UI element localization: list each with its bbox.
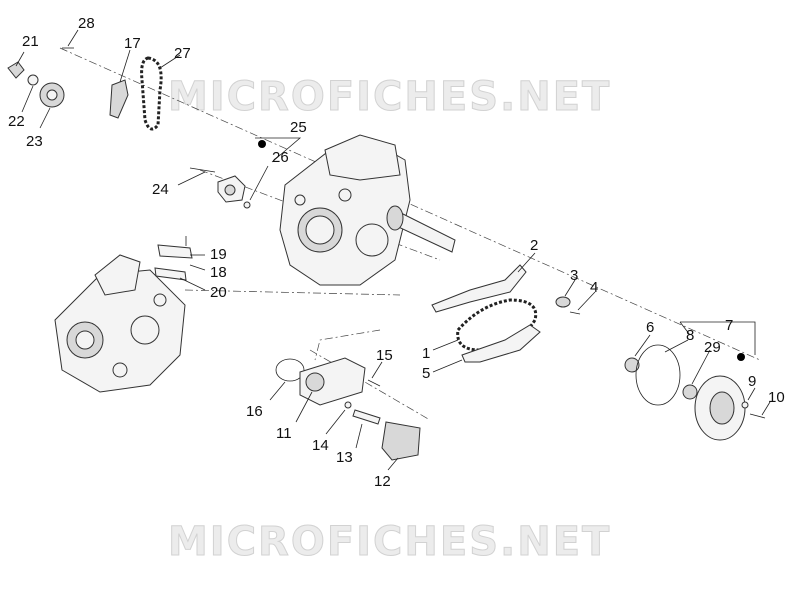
part-filter-housing bbox=[269, 329, 421, 471]
callout-12: 12 bbox=[374, 473, 391, 490]
callout-10: 10 bbox=[768, 389, 785, 406]
callout-29: 29 bbox=[704, 339, 721, 356]
part-oil-pump-gear bbox=[7, 51, 65, 129]
callout-28: 28 bbox=[78, 15, 95, 32]
callout-1: 1 bbox=[422, 345, 430, 362]
callout-16: 16 bbox=[246, 403, 263, 420]
callout-25: 25 bbox=[290, 119, 307, 136]
callout-18: 18 bbox=[210, 264, 227, 281]
bullet-icon bbox=[737, 353, 745, 361]
callout-24: 24 bbox=[152, 181, 169, 198]
callout-15: 15 bbox=[376, 347, 393, 364]
part-tensioner-and-chain bbox=[62, 29, 181, 131]
part-oil-pump bbox=[177, 137, 302, 209]
callout-11: 11 bbox=[276, 425, 292, 442]
callout-23: 23 bbox=[26, 133, 43, 150]
callout-5: 5 bbox=[422, 365, 430, 382]
callout-14: 14 bbox=[312, 437, 329, 454]
callout-labels: 28 21 17 27 22 23 25 26 24 19 18 20 2 3 … bbox=[8, 15, 785, 490]
bullet-icon bbox=[258, 140, 266, 148]
callout-7: 7 bbox=[725, 317, 733, 334]
engine-crankcase bbox=[279, 134, 456, 286]
part-timing-chain bbox=[431, 252, 541, 373]
callout-2: 2 bbox=[530, 237, 538, 254]
watermark-bottom: MICROFICHES.NET bbox=[168, 519, 611, 565]
callout-17: 17 bbox=[124, 35, 141, 52]
callout-9: 9 bbox=[748, 373, 756, 390]
part-pulley-cover bbox=[624, 321, 771, 441]
callout-3: 3 bbox=[570, 267, 578, 284]
callout-22: 22 bbox=[8, 113, 25, 130]
callout-8: 8 bbox=[686, 327, 694, 344]
part-cover-bracket bbox=[154, 236, 206, 291]
callout-26: 26 bbox=[272, 149, 289, 166]
callout-19: 19 bbox=[210, 246, 227, 263]
callout-4: 4 bbox=[590, 279, 598, 296]
callout-13: 13 bbox=[336, 449, 353, 466]
watermark-top: MICROFICHES.NET bbox=[168, 74, 611, 120]
callout-21: 21 bbox=[22, 33, 39, 50]
callout-20: 20 bbox=[210, 284, 227, 301]
part-bushing-bolt bbox=[555, 279, 596, 315]
engine-gearbox bbox=[54, 254, 186, 393]
callout-27: 27 bbox=[174, 45, 191, 62]
callout-6: 6 bbox=[646, 319, 654, 336]
